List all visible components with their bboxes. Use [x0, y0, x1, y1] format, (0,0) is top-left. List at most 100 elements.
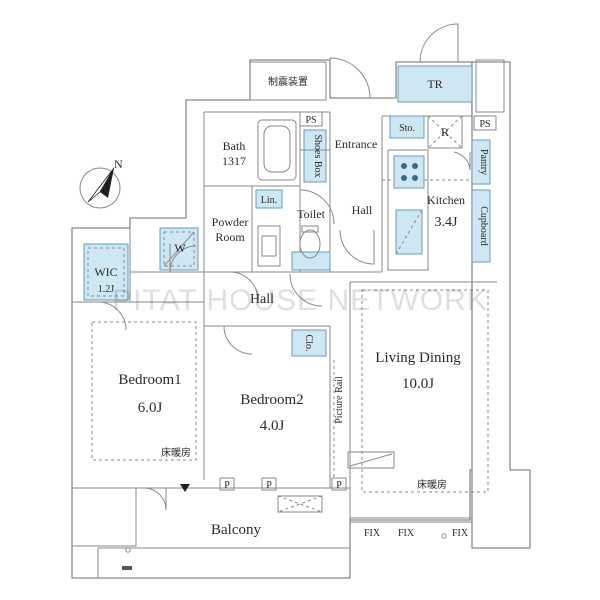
fix-marker	[441, 533, 447, 539]
seismic-device-box	[249, 61, 327, 101]
marker-triangle	[180, 484, 190, 492]
kitchen-label: Kitchen	[427, 193, 465, 207]
powder-room-label-2: Room	[215, 230, 245, 244]
cupboard-label: Cupboard	[478, 206, 489, 245]
washer-label: W	[174, 241, 186, 255]
living-ceiling-line	[361, 289, 489, 493]
bathtub-inner	[263, 125, 291, 173]
wic-label: WIC	[94, 265, 117, 279]
bedroom1-size-label: 6.0J	[138, 400, 163, 416]
stove	[393, 155, 425, 189]
watermark: PITAT HOUSE NETWORK	[112, 284, 488, 317]
fix-label: FIX	[398, 528, 415, 539]
linen-label: Lin.	[261, 195, 277, 206]
p-marker-label: P	[336, 480, 342, 491]
floor-heat-symbol	[347, 451, 395, 469]
kitchen-size-label: 3.4J	[435, 215, 459, 230]
washer-diag	[163, 231, 195, 267]
ps-box-left	[299, 111, 323, 127]
door-arc	[453, 151, 471, 171]
entrance-door-arc	[329, 57, 371, 99]
kitchen-counter	[387, 149, 429, 271]
bath-label: Bath	[223, 139, 246, 153]
burner	[401, 175, 407, 181]
shoes-box-label: Shoes Box	[312, 134, 323, 177]
ps-label-left: PS	[305, 115, 316, 126]
burner	[412, 163, 418, 169]
door-arc	[169, 244, 197, 273]
hatch-cross	[277, 495, 323, 513]
floor-heating-label-bedroom: 床暖房	[161, 446, 191, 459]
bath-size-label: 1317	[222, 154, 246, 168]
door-arc	[339, 229, 375, 265]
wic-inner	[87, 247, 125, 297]
tr-door-arc	[419, 23, 459, 63]
ps-label-right: PS	[479, 119, 490, 130]
wic-area	[83, 243, 129, 301]
toilet-tank	[301, 225, 319, 233]
floor-heating-label-living: 床暖房	[417, 478, 447, 491]
outer-wall	[71, 59, 498, 579]
refrigerator-box	[427, 115, 463, 149]
north-label: N	[114, 157, 123, 171]
refrigerator-label: R	[441, 125, 449, 139]
wic-size-label: 1.2J	[98, 284, 115, 295]
fix-label: FIX	[364, 528, 381, 539]
balcony-hatch	[277, 495, 323, 513]
living-dining-size-label: 10.0J	[402, 376, 434, 392]
washer-pan	[163, 231, 195, 267]
powder-room-label-1: Powder	[212, 215, 249, 229]
bedroom2-size-label: 4.0J	[260, 418, 285, 434]
seismic-device-label: 制震装置	[268, 75, 308, 88]
toilet-floor	[291, 251, 331, 271]
p-marker-box	[219, 477, 235, 491]
closet-box	[291, 329, 327, 357]
balcony-label: Balcony	[211, 522, 261, 538]
hatch-cross	[277, 495, 323, 513]
burner	[401, 163, 407, 169]
p-marker-label: P	[224, 480, 230, 491]
bedroom1-label: Bedroom1	[118, 372, 181, 388]
hall-lower-label: Hall	[250, 292, 274, 307]
p-marker-label: P	[266, 480, 272, 491]
washbasin-bowl	[261, 235, 277, 257]
tr-box	[397, 65, 473, 103]
washbasin	[257, 225, 281, 267]
sink-diagonal	[395, 209, 423, 255]
fix-label: FIX	[452, 528, 469, 539]
shoes-box	[303, 129, 327, 183]
linen-box	[255, 189, 283, 209]
north-arrow	[79, 167, 121, 209]
refrigerator-cross	[427, 115, 463, 149]
closet-label: Clo.	[303, 335, 314, 352]
door-arc	[229, 271, 259, 301]
door-arc	[143, 487, 167, 511]
cupboard-box	[471, 189, 491, 263]
storage-label: Sto.	[399, 123, 415, 134]
bathtub	[257, 119, 297, 181]
door-arc	[299, 189, 335, 225]
pantry-box	[471, 139, 491, 185]
toilet-bowl	[299, 229, 321, 259]
tr-label: TR	[427, 77, 442, 91]
refrigerator-cross	[427, 115, 463, 149]
balcony-outlet	[122, 566, 132, 570]
picture-rail-label: Picture Rail	[334, 376, 345, 424]
column-notch	[475, 59, 505, 113]
burner	[412, 175, 418, 181]
living-dining-label: Living Dining	[375, 350, 461, 366]
entrance-label: Entrance	[335, 137, 378, 151]
p-marker-box	[331, 477, 347, 491]
p-marker-box	[261, 477, 277, 491]
storage-box	[389, 115, 425, 139]
hall-upper-label: Hall	[352, 203, 373, 217]
toilet-label: Toilet	[297, 207, 325, 221]
pantry-label: Pantry	[478, 149, 489, 175]
door-arc	[289, 273, 323, 307]
drain	[125, 547, 131, 553]
ps-box-right	[473, 115, 497, 131]
bedroom2-label: Bedroom2	[240, 392, 303, 408]
floor-heat-diag	[349, 453, 393, 467]
bedroom1-ceiling-line	[91, 321, 197, 461]
